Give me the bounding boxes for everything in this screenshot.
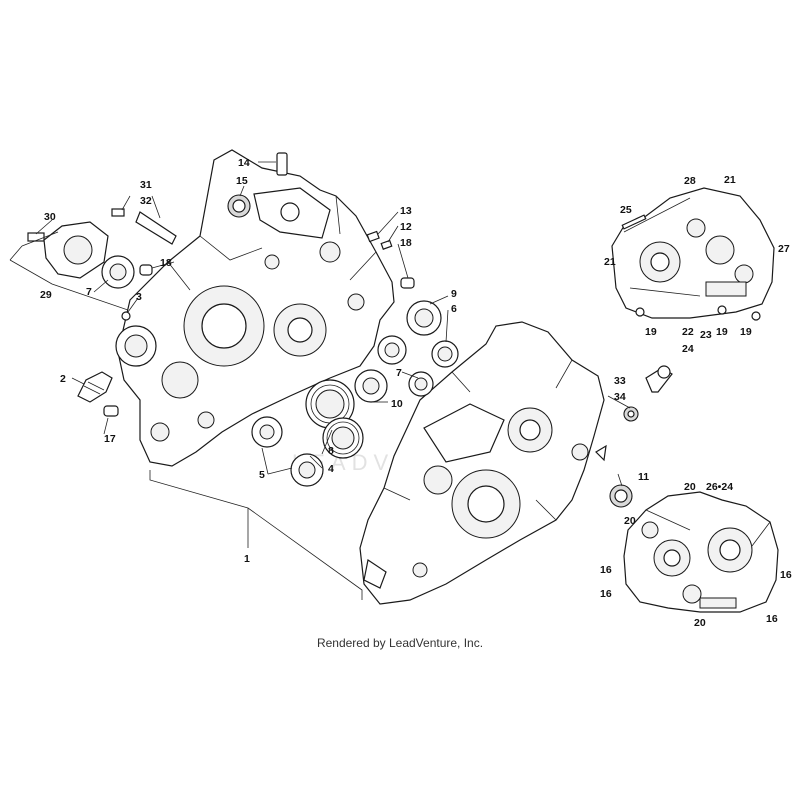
callout-20-a: 20	[684, 481, 696, 493]
callout-26-24: 26•24	[706, 481, 733, 493]
bearing-5-lower	[290, 453, 324, 487]
callout-8: 8	[328, 445, 334, 457]
callout-29: 29	[40, 289, 52, 301]
leader-lines	[9, 161, 631, 600]
bearings-group	[227, 194, 639, 508]
callout-32: 32	[140, 195, 152, 207]
callout-7-left: 7	[86, 286, 92, 298]
callout-21-b: 21	[604, 256, 616, 268]
callout-18-left: 18	[160, 257, 172, 269]
seal-34	[623, 406, 639, 422]
callout-12: 12	[400, 221, 412, 233]
callout-labels: 1 2 3 4 5 6 7 7 8 9 10 11 12 13 14 15 16…	[40, 157, 792, 629]
callout-20-b: 20	[624, 515, 636, 527]
callout-34: 34	[614, 391, 626, 403]
callout-9: 9	[451, 288, 457, 300]
render-credit: Rendered by LeadVenture, Inc.	[316, 636, 484, 650]
callout-19-b: 19	[716, 326, 728, 338]
callout-4: 4	[328, 463, 334, 475]
callout-25: 25	[620, 204, 632, 216]
callout-27: 27	[778, 243, 790, 255]
seal-11	[609, 484, 633, 508]
bearing-10	[354, 369, 388, 403]
callout-24: 24	[682, 343, 694, 355]
callout-15: 15	[236, 175, 248, 187]
callout-19-c: 19	[740, 326, 752, 338]
lower-right-detail-view	[623, 491, 779, 613]
bearing-a	[377, 335, 407, 365]
callout-16-c: 16	[780, 569, 792, 581]
callout-2: 2	[60, 373, 66, 385]
callout-31: 31	[140, 179, 152, 191]
callout-21-a: 21	[724, 174, 736, 186]
callout-16-a: 16	[600, 564, 612, 576]
callout-7-center: 7	[396, 367, 402, 379]
callout-20-c: 20	[694, 617, 706, 629]
callout-10: 10	[391, 398, 403, 410]
bearing-7-center	[408, 371, 434, 397]
callout-5: 5	[259, 469, 265, 481]
callout-19-a: 19	[645, 326, 657, 338]
bearing-8	[322, 417, 364, 459]
small-parts	[27, 152, 673, 462]
callout-3: 3	[136, 291, 142, 303]
bearing-6	[431, 340, 459, 368]
callout-28: 28	[684, 175, 696, 187]
bearing-9	[406, 300, 442, 336]
callout-30: 30	[44, 211, 56, 223]
callout-14: 14	[238, 157, 250, 169]
callout-17: 17	[104, 433, 116, 445]
bearing-5-upper	[251, 416, 283, 448]
callout-33: 33	[614, 375, 626, 387]
bearing-large	[305, 379, 355, 429]
callout-18-right: 18	[400, 237, 412, 249]
callout-22: 22	[682, 326, 694, 338]
right-crankcase-half	[359, 321, 605, 605]
callout-1: 1	[244, 553, 250, 565]
callout-13: 13	[400, 205, 412, 217]
seal-15	[227, 194, 251, 218]
callout-23: 23	[700, 329, 712, 341]
left-crankcase-half	[115, 149, 395, 467]
callout-16-b: 16	[600, 588, 612, 600]
callout-16-d: 16	[766, 613, 778, 625]
callout-6: 6	[451, 303, 457, 315]
upper-right-detail-view	[611, 187, 775, 321]
callout-11: 11	[638, 471, 649, 483]
